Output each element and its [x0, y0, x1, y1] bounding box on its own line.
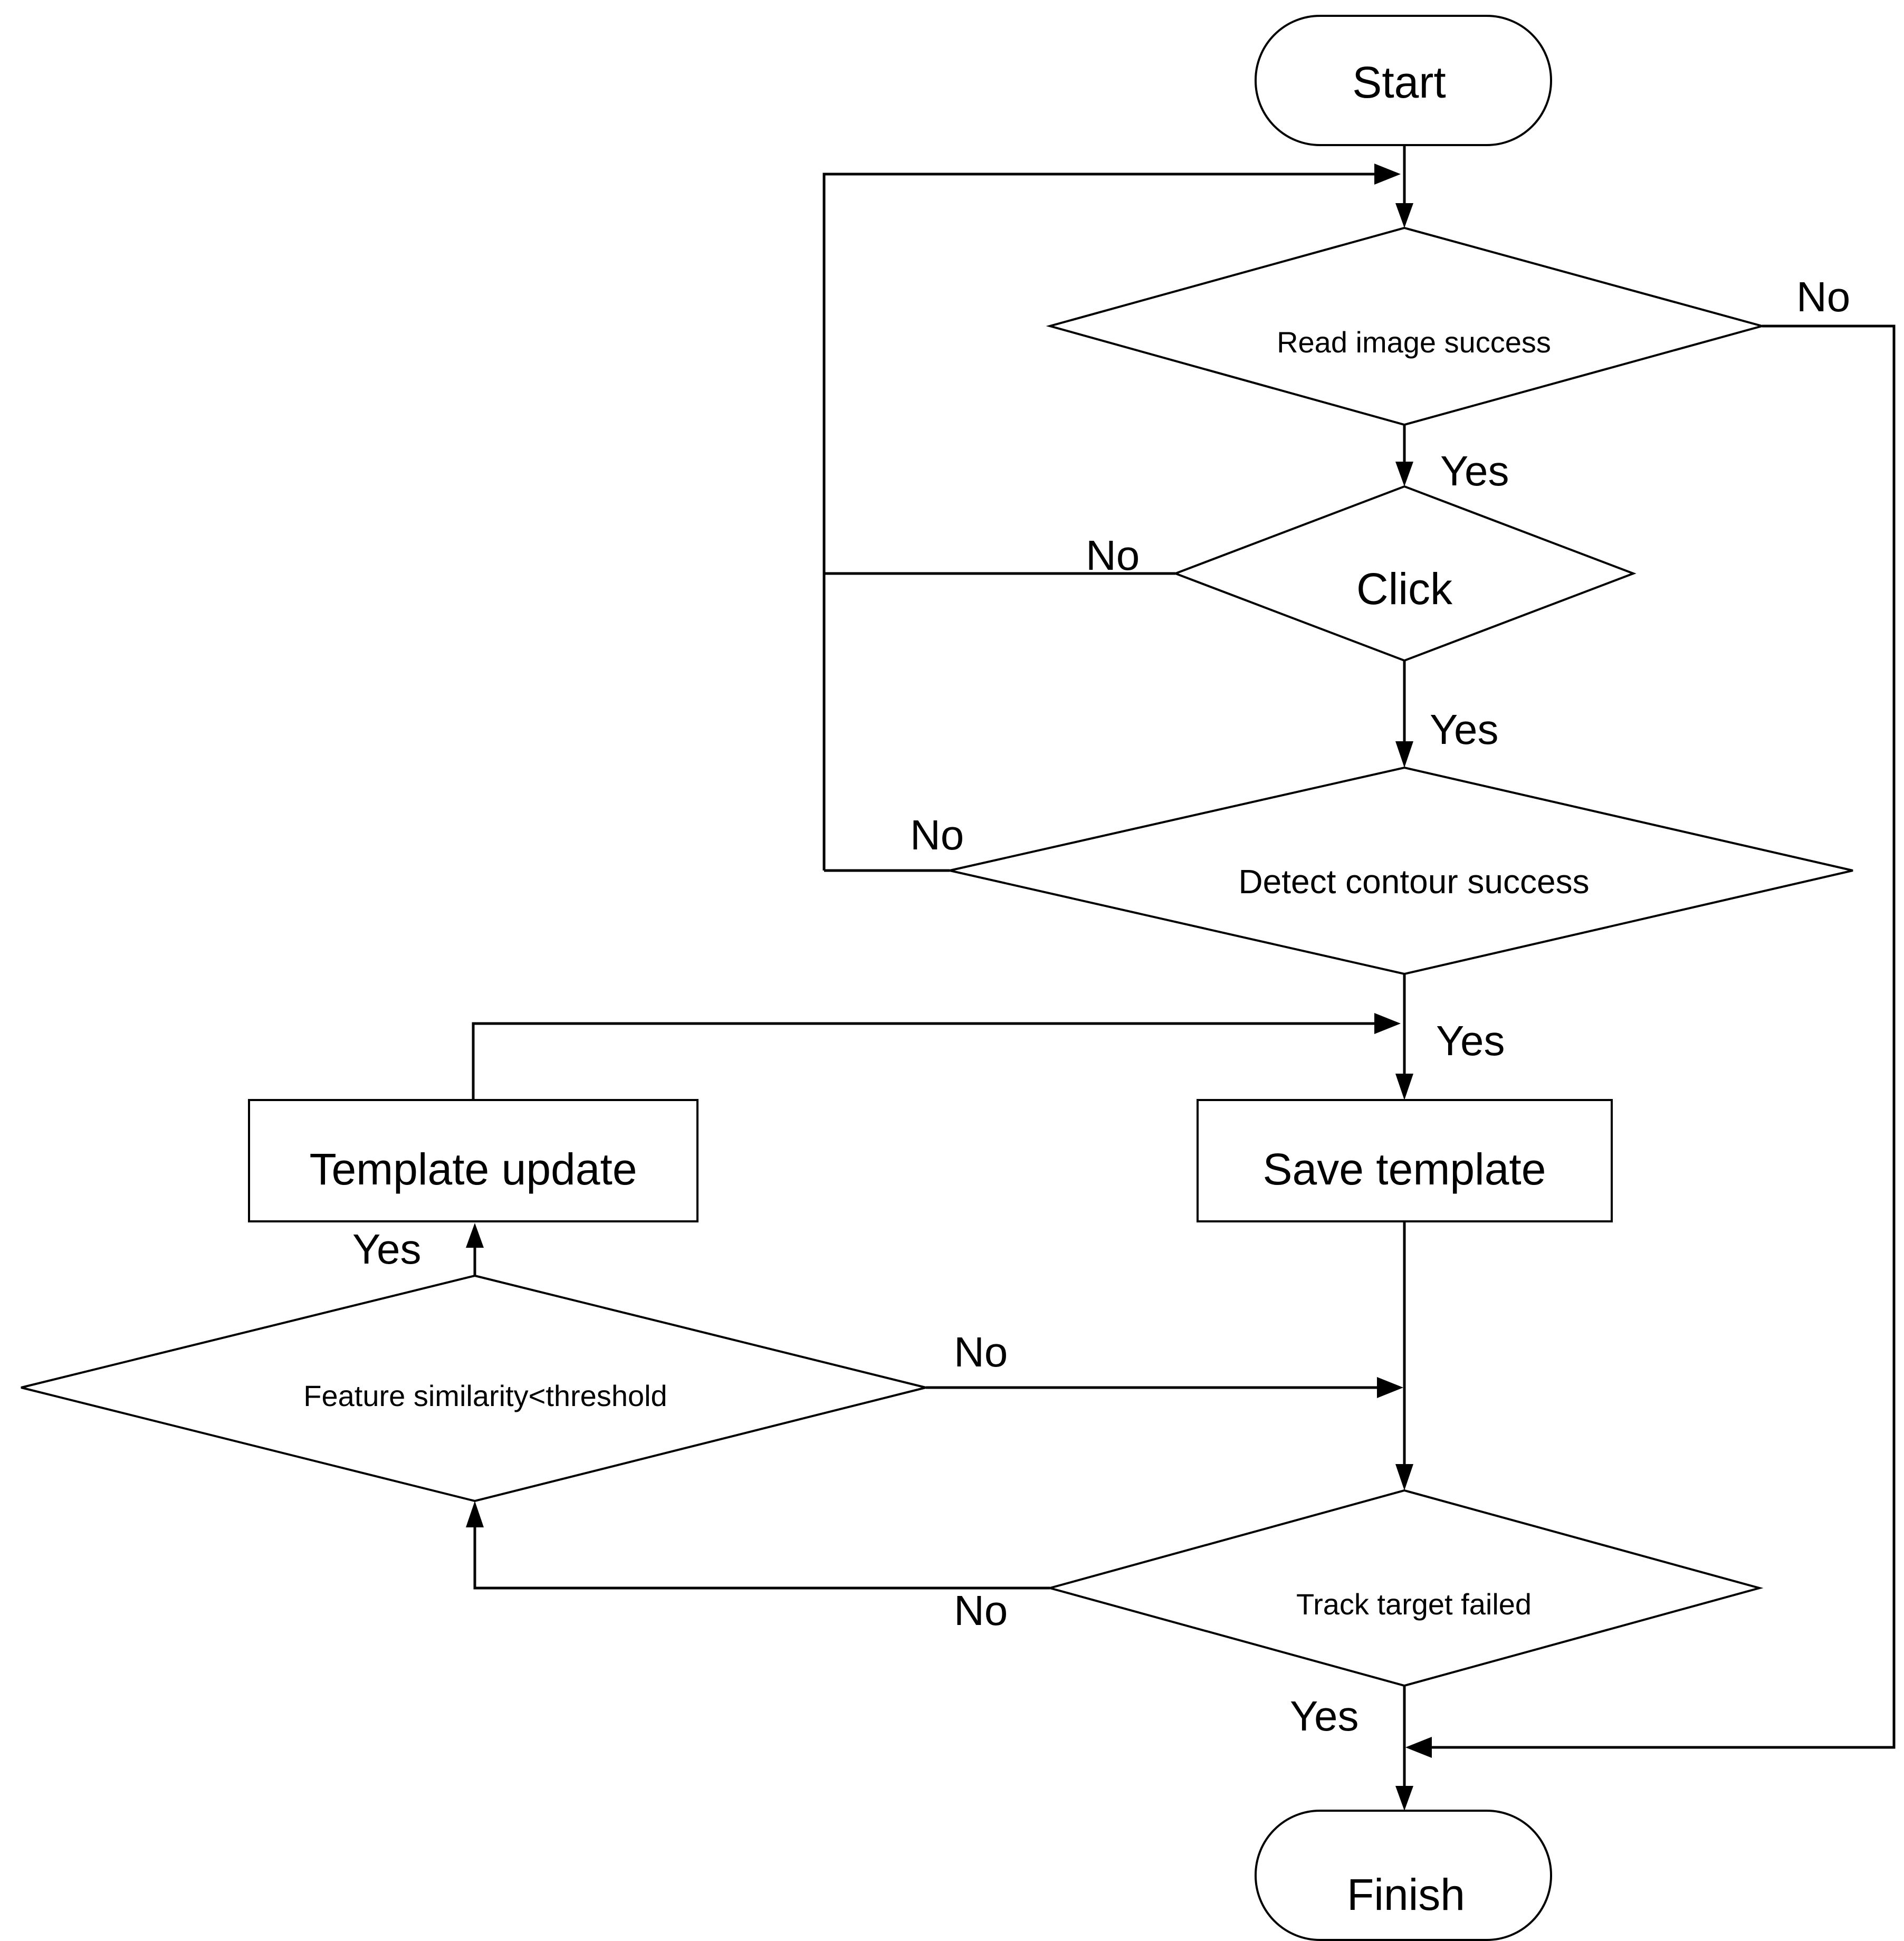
template-update-box: Template update — [248, 1099, 699, 1222]
similarity-no-label: No — [954, 1328, 1008, 1375]
edge-template-update-return — [472, 1022, 1377, 1100]
click-label: Click — [1356, 564, 1453, 614]
read-no-label: No — [1796, 273, 1850, 320]
detect-no-label: No — [910, 811, 964, 858]
arrowhead-save-template — [1395, 1074, 1413, 1100]
read-image-label: Read image success — [1277, 326, 1551, 359]
arrowhead-click — [1395, 462, 1413, 486]
read-yes-label: Yes — [1440, 447, 1509, 494]
arrowhead-template-update — [466, 1223, 484, 1248]
edge-read-no — [1430, 324, 1896, 1749]
save-template-box: Save template — [1197, 1099, 1613, 1222]
arrowhead-read-no — [1405, 1737, 1432, 1758]
edge-loop-back — [822, 173, 1377, 871]
arrowhead-similarity-no — [1377, 1377, 1403, 1398]
click-decision: Click — [1172, 485, 1637, 662]
arrowhead-loop-back — [1374, 164, 1401, 185]
template-update-label: Template update — [309, 1144, 637, 1194]
detect-contour-label: Detect contour success — [1238, 863, 1589, 901]
arrowhead-read-image — [1395, 203, 1413, 228]
track-no-label: No — [954, 1587, 1008, 1634]
arrowhead-detect — [1395, 741, 1413, 768]
detect-yes-label: Yes — [1436, 1017, 1505, 1064]
finish-node: Finish — [1255, 1810, 1552, 1941]
feature-similarity-decision: Feature similarity<threshold — [21, 1274, 926, 1503]
track-target-decision: Track target failed — [1046, 1489, 1764, 1687]
finish-label: Finish — [1347, 1870, 1465, 1919]
arrowhead-finish — [1395, 1786, 1413, 1811]
arrowhead-track — [1395, 1464, 1413, 1490]
track-target-label: Track target failed — [1296, 1588, 1532, 1621]
start-label: Start — [1352, 58, 1446, 107]
similarity-yes-label: Yes — [352, 1226, 422, 1273]
arrowhead-similarity — [466, 1501, 484, 1527]
detect-contour-decision: Detect contour success — [949, 766, 1853, 976]
click-no-label: No — [1086, 532, 1140, 579]
arrowhead-template-update-return — [1374, 1013, 1401, 1034]
save-template-label: Save template — [1263, 1144, 1546, 1194]
start-node: Start — [1255, 15, 1552, 146]
click-yes-label: Yes — [1430, 706, 1499, 753]
feature-similarity-label: Feature similarity<threshold — [303, 1379, 667, 1412]
track-yes-label: Yes — [1290, 1693, 1359, 1739]
read-image-decision: Read image success — [1046, 226, 1766, 426]
edge-track-no — [473, 1525, 1050, 1590]
